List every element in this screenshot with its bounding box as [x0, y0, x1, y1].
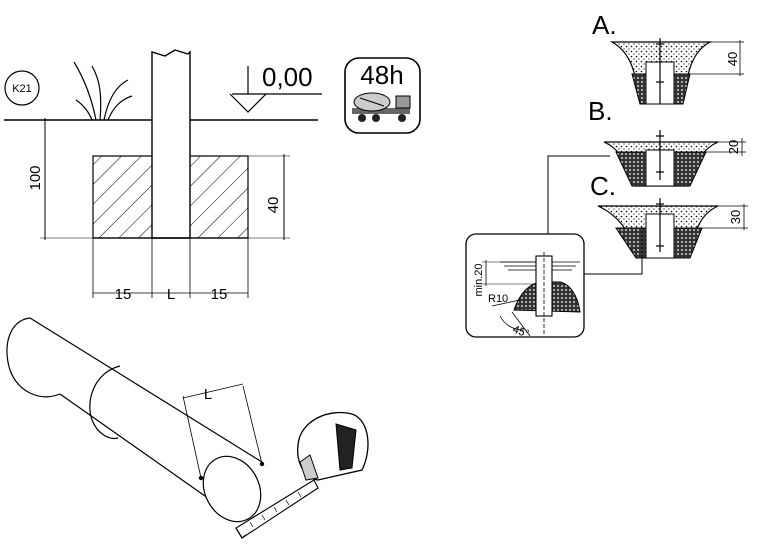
code-badge-label: K21	[12, 83, 32, 95]
variant-b-letter: B.	[588, 96, 613, 126]
variant-a-letter: A.	[592, 10, 617, 40]
measure-label: L	[204, 386, 212, 403]
detail-min-label: min.20	[473, 263, 485, 296]
grass-icon	[73, 61, 133, 121]
left-width-label: 15	[115, 286, 132, 303]
foundation-section: K21 0,00 48h	[4, 49, 421, 303]
variant-b-dim: 20	[726, 140, 741, 154]
block-height-label: 40	[265, 197, 282, 214]
detail-panel: min.20 R10 45°	[465, 233, 585, 341]
detail-angle-label: 45°	[511, 324, 531, 341]
variant-c: C. 30	[590, 171, 748, 259]
tape-measure-icon	[235, 411, 369, 539]
variant-a-dim: 40	[725, 52, 740, 66]
detail-connectors	[547, 155, 643, 275]
right-width-label: 15	[211, 286, 228, 303]
level-marker: 0,00	[229, 62, 322, 113]
variant-a: A. 40	[592, 10, 744, 105]
depth-label: 100	[27, 165, 44, 190]
cure-time-label: 48h	[360, 60, 403, 90]
post	[93, 49, 248, 239]
level-label: 0,00	[262, 62, 313, 92]
detail-radius-label: R10	[488, 293, 508, 305]
depth-dimension: 100	[27, 118, 152, 240]
width-dimension	[92, 238, 249, 298]
concrete-mixer-icon	[352, 92, 411, 122]
variant-b: B. 20	[588, 96, 746, 187]
variant-c-dim: 30	[728, 210, 743, 224]
log-measurement	[6, 317, 265, 523]
variant-c-letter: C.	[590, 171, 616, 201]
post-width-label: L	[167, 286, 175, 303]
cure-time-box: 48h	[344, 57, 421, 134]
block-height-dimension: 40	[248, 154, 290, 240]
code-badge: K21	[4, 70, 40, 106]
